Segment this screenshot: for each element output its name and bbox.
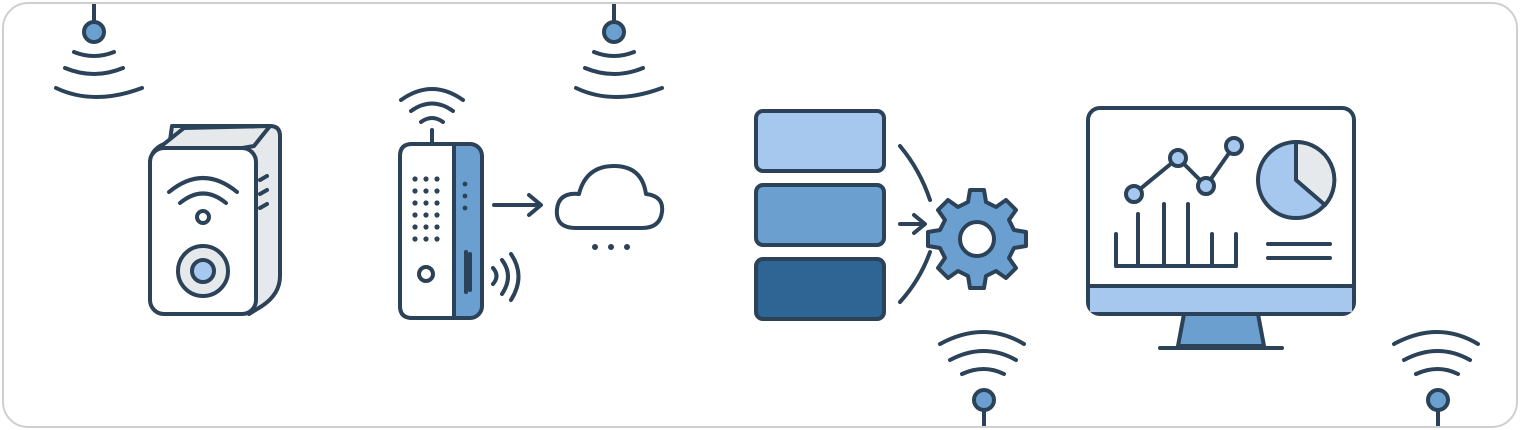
cloud-icon: [554, 164, 665, 230]
wifi-gateway-router-icon: [398, 87, 521, 320]
pipeline-diagram: [54, 4, 1480, 426]
wireless-signal-icon: [938, 330, 1026, 426]
database-stack-icon: [754, 109, 886, 321]
cloud-dots: [592, 244, 630, 250]
wireless-signal-icon: [1392, 330, 1480, 426]
wireless-signal-icon: [574, 4, 664, 99]
gateway-dot-grid: [412, 176, 468, 242]
gear-processing-icon: [926, 188, 1028, 290]
storage-to-processing-arrow: [898, 144, 932, 304]
gateway-to-cloud-arrow: [492, 193, 543, 217]
analytics-monitor-icon: [1086, 106, 1356, 350]
wireless-signal-icon: [54, 4, 144, 99]
smart-sensor-device-icon: [148, 124, 282, 316]
